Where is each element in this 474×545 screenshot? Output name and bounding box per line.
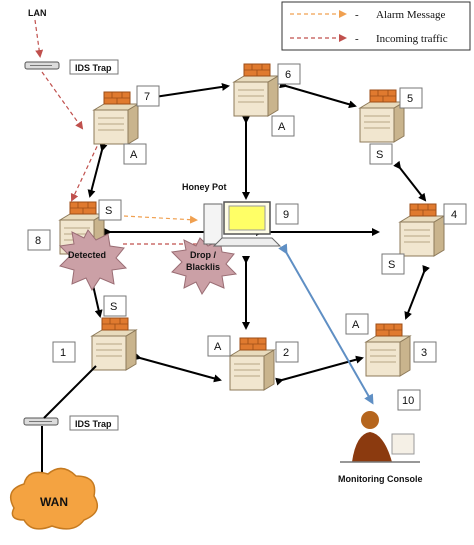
monitoring-link (278, 243, 374, 405)
legend-incoming-label: Incoming traffic (376, 33, 448, 45)
monitoring-label: Monitoring Console (338, 474, 423, 484)
ids-trap-box (69, 59, 119, 75)
wan-cloud: WAN (9, 467, 99, 530)
legend-dash: - (355, 9, 359, 21)
svg-text:7: 7 (144, 91, 150, 103)
link-7-8 (87, 143, 108, 198)
ids-trap-label: IDS Trap (75, 419, 112, 429)
router-icon (23, 417, 59, 426)
detected-burst: Detected (58, 229, 128, 291)
lan-label: LAN (28, 8, 47, 18)
svg-text:1: 1 (60, 347, 66, 359)
svg-text:6: 6 (285, 69, 291, 81)
server-4: 4 S (381, 203, 467, 275)
operator-icon (340, 411, 420, 463)
wan-label: WAN (40, 495, 68, 509)
server-5: 5 S (359, 87, 423, 165)
server-7: 7 A (93, 85, 160, 165)
legend: - Alarm Message - Incoming traffic (281, 1, 471, 51)
lan-incoming-line (34, 19, 44, 58)
link-5-4 (393, 160, 427, 202)
svg-text:3: 3 (421, 347, 427, 359)
svg-text:A: A (278, 121, 286, 133)
svg-text:5: 5 (407, 93, 413, 105)
server-3: 3 A (345, 313, 437, 377)
drop-label-2: Blacklis (186, 262, 220, 272)
server-8: 8 S (27, 199, 122, 255)
svg-text:8: 8 (35, 235, 41, 247)
svg-text:4: 4 (451, 209, 457, 221)
svg-text:S: S (388, 259, 395, 271)
link-7-6 (141, 82, 230, 103)
link-1-2 (133, 352, 222, 383)
svg-text:A: A (214, 341, 222, 353)
honeypot-computer: Honey Pot 9 (182, 182, 299, 247)
legend-alarm-label: Alarm Message (376, 9, 445, 21)
detected-label: Detected (68, 250, 106, 260)
incoming-line (41, 71, 84, 130)
ids-trap-box (69, 415, 119, 431)
drop-burst: Drop / Blacklis (170, 237, 238, 295)
monitoring-console: 10 Monitoring Console (338, 389, 423, 484)
keyboard-icon (212, 237, 282, 247)
link-6-5 (279, 80, 357, 109)
svg-text:S: S (110, 301, 117, 313)
svg-text:S: S (376, 149, 383, 161)
router-icon (24, 61, 60, 70)
drop-label-1: Drop / (190, 250, 216, 260)
link-1-router (43, 365, 97, 419)
ids-trap-label: IDS Trap (75, 63, 112, 73)
link-4-3 (404, 264, 430, 320)
svg-text:10: 10 (402, 395, 414, 407)
svg-text:A: A (130, 149, 138, 161)
alarm-line (123, 215, 198, 224)
svg-text:A: A (352, 319, 360, 331)
server-2: 2 A (207, 335, 299, 391)
server-6: 6 A (233, 63, 301, 137)
tower-icon (203, 203, 223, 245)
svg-text:2: 2 (283, 347, 289, 359)
honeypot-label: Honey Pot (182, 182, 227, 192)
svg-text:9: 9 (283, 209, 289, 221)
legend-dash: - (355, 33, 359, 45)
svg-text:S: S (105, 205, 112, 217)
server-1: 1 S (52, 295, 137, 371)
